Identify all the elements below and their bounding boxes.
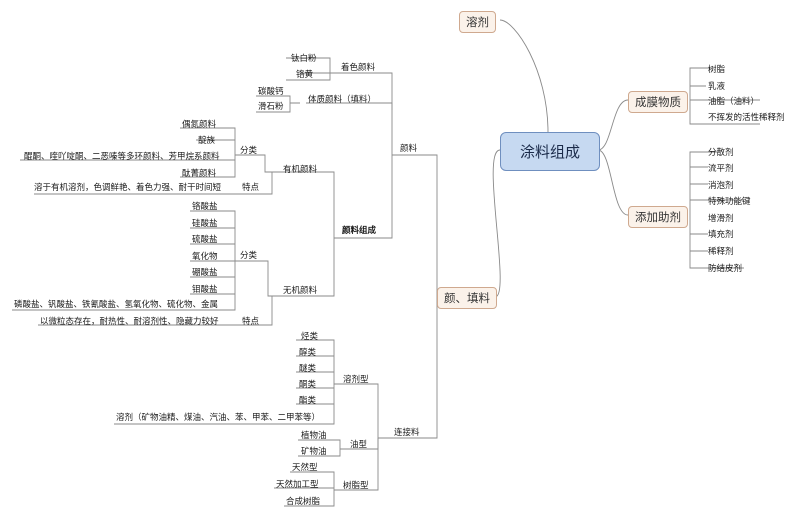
pigment-composition-node[interactable]: 颜料组成 xyxy=(342,226,377,236)
solvent-type-hydrocarbon[interactable]: 烃类 xyxy=(301,332,319,342)
inorganic-pigment-node[interactable]: 无机颜料 xyxy=(283,286,318,296)
oil-type-vegetable[interactable]: 植物油 xyxy=(301,431,327,441)
inorganic-feature-node[interactable]: 特点 xyxy=(242,317,260,327)
extender-item-caco3[interactable]: 碳酸钙 xyxy=(258,87,284,97)
additive-item-leveling[interactable]: 流平剂 xyxy=(708,164,734,174)
film-item-oil[interactable]: 油脂（油料） xyxy=(708,97,760,107)
extender-item-talc[interactable]: 滑石粉 xyxy=(258,102,284,112)
inorganic-feature-text[interactable]: 以微粒态存在，耐热性、耐溶剂性、隐藏力较好 xyxy=(40,317,219,327)
topic-pigment-filler[interactable]: 颜、填料 xyxy=(437,287,497,309)
central-topic[interactable]: 涂料组成 xyxy=(500,132,600,171)
solvent-type-ketone[interactable]: 酮类 xyxy=(299,380,317,390)
organic-class-indigo[interactable]: 靛族 xyxy=(198,136,216,146)
organic-pigment-node[interactable]: 有机颜料 xyxy=(283,165,318,175)
organic-feature-node[interactable]: 特点 xyxy=(242,183,260,193)
organic-feature-text[interactable]: 溶于有机溶剂，色调鲜艳、着色力强、耐干时间短 xyxy=(34,183,222,193)
inorganic-class-others[interactable]: 磷酸盐、钒酸盐、铁氰酸盐、氢氧化物、硫化物、金属 xyxy=(14,300,219,310)
coloring-item-titanium[interactable]: 钛白粉 xyxy=(291,54,317,64)
coloring-item-chrome-yellow[interactable]: 铬黄 xyxy=(296,70,314,80)
additive-item-dispersant[interactable]: 分散剂 xyxy=(708,148,734,158)
solvent-type-node[interactable]: 溶剂型 xyxy=(343,375,369,385)
film-item-resin[interactable]: 树脂 xyxy=(708,65,726,75)
organic-class-azo[interactable]: 偶氮颜料 xyxy=(182,120,217,130)
inorganic-classify-node[interactable]: 分类 xyxy=(240,251,258,261)
additive-item-defoamer[interactable]: 消泡剂 xyxy=(708,181,734,191)
topic-additive[interactable]: 添加助剂 xyxy=(628,206,688,228)
solvent-type-alcohol[interactable]: 醇类 xyxy=(299,348,317,358)
inorganic-class-oxide[interactable]: 氧化物 xyxy=(192,252,218,262)
extender-pigment-node[interactable]: 体质颜料（填料） xyxy=(308,95,377,105)
inorganic-class-sulfate[interactable]: 硫酸盐 xyxy=(192,235,218,245)
resin-type-processed[interactable]: 天然加工型 xyxy=(276,480,319,490)
film-item-diluent[interactable]: 不挥发的活性稀释剂 xyxy=(708,113,785,123)
organic-class-phthalocyanine[interactable]: 酞菁颜料 xyxy=(182,169,217,179)
inorganic-class-borate[interactable]: 硼酸盐 xyxy=(192,268,218,278)
solvent-type-ester[interactable]: 酯类 xyxy=(299,396,317,406)
topic-solvent[interactable]: 溶剂 xyxy=(459,11,496,33)
topic-film-material[interactable]: 成膜物质 xyxy=(628,91,688,113)
inorganic-class-silicate[interactable]: 硅酸盐 xyxy=(192,219,218,229)
oil-type-mineral[interactable]: 矿物油 xyxy=(301,447,327,457)
solvent-type-solvents[interactable]: 溶剂（矿物油精、煤油、汽油、苯、甲苯、二甲苯等） xyxy=(116,413,321,423)
resin-type-natural[interactable]: 天然型 xyxy=(292,463,318,473)
additive-item-antiskin[interactable]: 防结皮剂 xyxy=(708,264,743,274)
oil-type-node[interactable]: 油型 xyxy=(350,440,368,450)
additive-item-filler[interactable]: 填充剂 xyxy=(708,230,734,240)
additive-item-special[interactable]: 特殊功能键 xyxy=(708,197,751,207)
pigment-node[interactable]: 颜料 xyxy=(400,144,418,154)
additive-item-slip[interactable]: 增滑剂 xyxy=(708,214,734,224)
film-item-emulsion[interactable]: 乳液 xyxy=(708,82,726,92)
solvent-type-ether[interactable]: 醚类 xyxy=(299,364,317,374)
resin-type-node[interactable]: 树脂型 xyxy=(343,481,369,491)
vehicle-node[interactable]: 连接料 xyxy=(394,428,420,438)
additive-item-thinner[interactable]: 稀释剂 xyxy=(708,247,734,257)
organic-class-polycyclic[interactable]: 醌酮、喹吖啶酮、二恶嗪等多环颜料、芳甲烷系颜料 xyxy=(24,152,220,162)
resin-type-synthetic[interactable]: 合成树脂 xyxy=(286,497,321,507)
inorganic-class-molybdate[interactable]: 钼酸盐 xyxy=(192,285,218,295)
organic-classify-node[interactable]: 分类 xyxy=(240,146,258,156)
inorganic-class-chromate[interactable]: 铬酸盐 xyxy=(192,202,218,212)
coloring-pigment-node[interactable]: 着色颜料 xyxy=(341,63,376,73)
